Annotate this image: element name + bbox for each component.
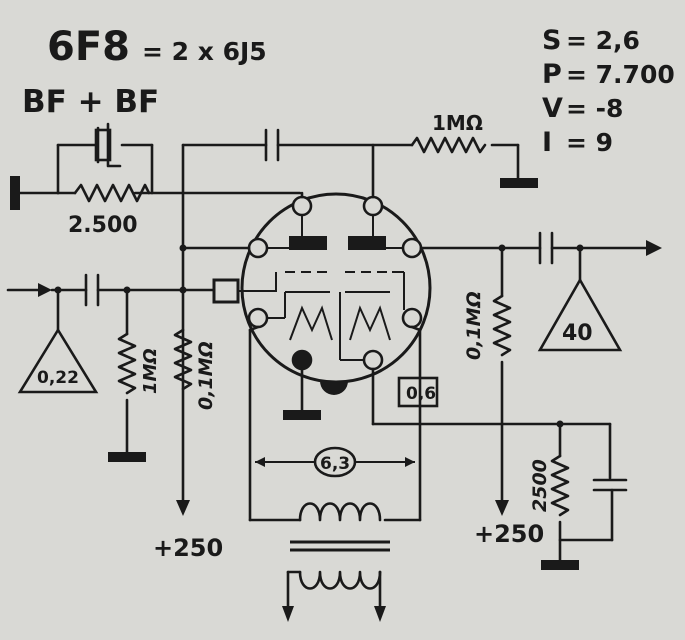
heater-voltage-badge	[313, 446, 357, 478]
heater-voltage-label: 6,3	[320, 454, 350, 474]
spec-symbol-s: S	[542, 25, 561, 56]
supply-left-label: +250	[153, 534, 223, 562]
grid-bias-resistor	[173, 328, 193, 391]
coupling-capacitor-input	[84, 273, 100, 307]
feedback-network: 2.500	[56, 122, 302, 238]
ground-symbol-input	[108, 452, 146, 462]
coupling-capacitor-top	[264, 128, 280, 162]
feedback-resistor	[73, 183, 151, 203]
heater-current-box	[397, 376, 439, 408]
spec-value-p: = 7.700	[566, 60, 675, 89]
cathode-capacitor	[592, 478, 628, 492]
resistor-1m-top	[410, 136, 487, 154]
tube-equivalent-label: = 2 x 6J5	[142, 37, 267, 66]
spec-value-s: = 2,6	[566, 26, 640, 55]
grid-bias-resistor-label: 0,1MΩ	[195, 341, 217, 410]
plate-load-resistor-label: 0,1MΩ	[463, 291, 485, 360]
ground-symbol-cathode	[541, 560, 579, 570]
feedback-resistor-label: 2.500	[68, 213, 138, 238]
mode-label: BF + BF	[22, 84, 159, 120]
spec-symbol-v: V	[542, 93, 563, 124]
spec-value-i: = 9	[566, 128, 613, 157]
ground-symbol-left	[10, 176, 60, 210]
input-gain-label: 0,22	[37, 368, 79, 388]
output-gain-triangle: 40	[537, 277, 623, 352]
supply-right-label: +250	[474, 520, 544, 548]
grid-input-resistor-label: 1MΩ	[140, 348, 161, 394]
spec-symbol-p: P	[542, 59, 562, 90]
tube-type-label: 6F8	[47, 24, 130, 70]
input-gain-triangle: 0,22	[17, 327, 99, 394]
grid-cap	[212, 278, 240, 304]
output-gain-label: 40	[562, 321, 593, 346]
ground-symbol-tube	[283, 410, 321, 420]
heater-transformer	[282, 502, 390, 622]
spec-block: S = 2,6 P = 7.700 V = -8 I = 9	[542, 25, 675, 158]
plate-load-resistor	[492, 294, 512, 357]
cathode-resistor	[550, 454, 570, 517]
coupling-capacitor-output	[538, 231, 554, 265]
vacuum-tube	[212, 192, 432, 395]
grid-input-resistor	[117, 332, 137, 395]
resistor-1m-top-label: 1MΩ	[432, 111, 483, 135]
feedback-capacitor	[96, 122, 154, 168]
ground-symbol-top-right	[500, 178, 538, 188]
spec-value-v: = -8	[566, 94, 623, 123]
spec-symbol-i: I	[542, 127, 552, 158]
cathode-resistor-label: 2500	[529, 459, 551, 512]
